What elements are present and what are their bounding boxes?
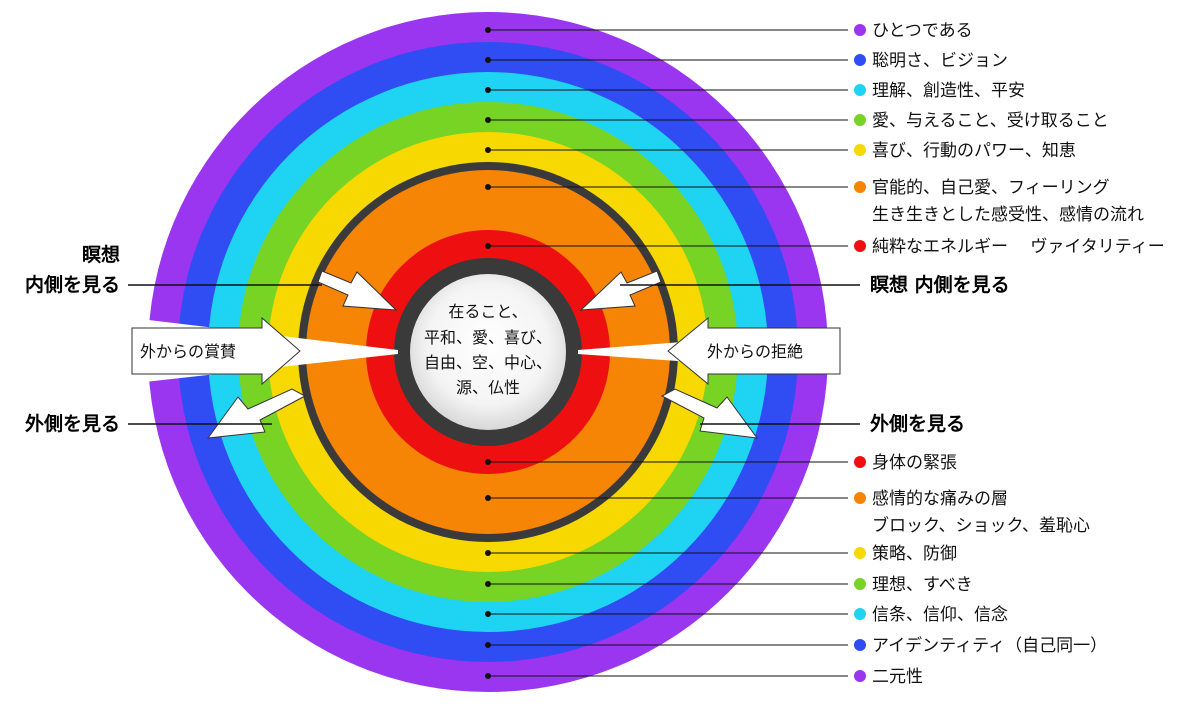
side-labels: 瞑想 内側を見る 瞑想 内側を見る 外側を見る 外側を見る: [25, 243, 1010, 435]
upper-color-dot-6: [854, 240, 866, 252]
rings: [148, 12, 828, 692]
lower-label-1-line-0: 感情的な痛みの層: [872, 489, 1008, 509]
inward-arrow-left: [317, 270, 398, 311]
lower-label-1-line-1: ブロック、ショック、羞恥心: [872, 515, 1090, 536]
right-box-label: 外からの拒絶: [707, 342, 803, 361]
left-bottom-label: 外側を見る: [25, 412, 120, 435]
center-circle: [410, 274, 566, 430]
upper-label-0-line-0: ひとつである: [872, 21, 973, 41]
center-line-1: 在ること、: [448, 302, 527, 321]
upper-color-dot-3: [854, 114, 866, 126]
lower-color-dot-4: [854, 608, 866, 620]
lower-label-2-line-0: 策略、防御: [872, 544, 957, 564]
lower-label-6-line-0: 二元性: [872, 667, 923, 687]
left-box-label: 外からの賞賛: [140, 342, 236, 361]
lower-label-0-line-0: 身体の緊張: [872, 453, 957, 473]
lower-label-4-line-0: 信条、信仰、信念: [872, 604, 1008, 625]
upper-label-4-line-0: 喜び、行動のパワー、知恵: [872, 141, 1076, 161]
right-top-label: 瞑想 内側を見る: [870, 273, 1010, 296]
lower-color-dot-2: [854, 547, 866, 559]
upper-label-3-line-0: 愛、与えること、受け取ること: [872, 111, 1109, 131]
upper-color-dot-5: [854, 181, 866, 193]
upper-label-5-line-0: 官能的、自己愛、フィーリング: [872, 178, 1110, 198]
left-top-label-line-1: 瞑想: [82, 243, 120, 266]
center-text: 在ること、 平和、愛、喜び、 自由、空、中心、 源、仏性: [424, 302, 552, 397]
upper-color-dot-2: [854, 84, 866, 96]
lower-color-dot-3: [854, 578, 866, 590]
upper-label-5-line-1: 生き生きとした感受性、感情の流れ: [872, 205, 1144, 225]
incoming-arrow-left: [131, 316, 301, 386]
lower-color-dot-0: [854, 456, 866, 468]
inward-arrow-right: [579, 270, 662, 311]
arrows: [131, 270, 841, 439]
right-bottom-label: 外側を見る: [870, 412, 965, 435]
outward-arrow-right: [660, 388, 759, 439]
ring-callouts: ひとつである聡明さ、ビジョン理解、創造性、平安愛、与えること、受け取ること喜び、…: [485, 21, 1165, 687]
outward-arrow-left: [206, 388, 307, 439]
upper-label-2-line-0: 理解、創造性、平安: [872, 81, 1025, 101]
right-wedge: [578, 302, 1202, 398]
upper-label-6-line-0: 純粋なエネルギー ヴァイタリティー: [872, 237, 1165, 257]
upper-color-dot-1: [854, 54, 866, 66]
upper-label-1-line-0: 聡明さ、ビジョン: [872, 51, 1008, 71]
lower-color-dot-6: [854, 670, 866, 682]
upper-color-dot-4: [854, 144, 866, 156]
center-line-2: 平和、愛、喜び、: [424, 328, 552, 347]
left-top-label-line-2: 内側を見る: [25, 273, 120, 296]
center-line-3: 自由、空、中心、: [424, 353, 552, 372]
lower-color-dot-1: [854, 492, 866, 504]
lower-label-5-line-0: アイデンティティ（自己同一）: [872, 635, 1107, 656]
upper-color-dot-0: [854, 24, 866, 36]
lower-color-dot-5: [854, 639, 866, 651]
incoming-arrow-right: [667, 316, 841, 386]
center-line-4: 源、仏性: [456, 378, 520, 397]
lower-label-3-line-0: 理想、すべき: [872, 575, 973, 595]
